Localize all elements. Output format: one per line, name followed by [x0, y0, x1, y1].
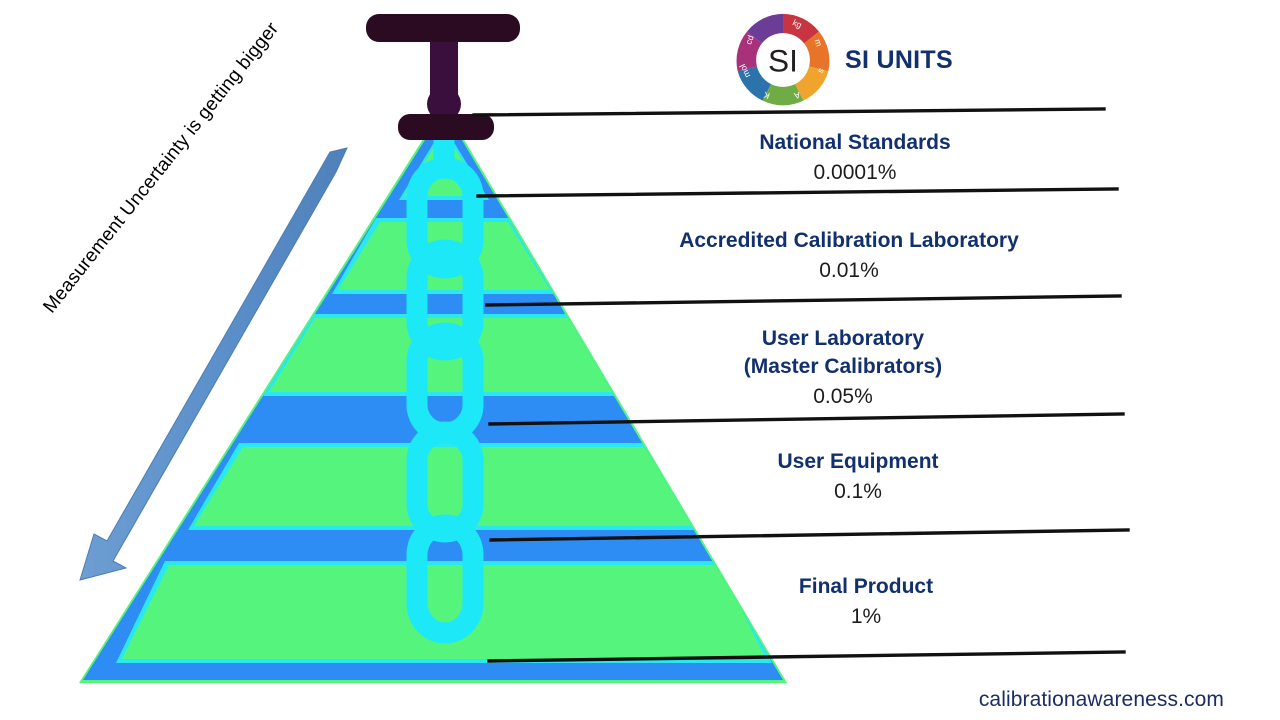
leader-line-2 [476, 187, 1119, 198]
anchor-clamp-icon [366, 14, 520, 140]
leader-line-4 [488, 412, 1125, 426]
uncertainty-arrow [79, 147, 348, 581]
si-unit-cd: cd [743, 34, 756, 46]
si-unit-A: A [793, 90, 801, 101]
leader-line-6 [487, 650, 1126, 663]
tier-label-user-equipment: User Equipment 0.1% [658, 448, 1058, 506]
tier-label-final-product: Final Product 1% [666, 573, 1066, 631]
tier-label-national-standards: National Standards 0.0001% [655, 129, 1055, 187]
si-wheel-hub [756, 33, 810, 87]
tier-value: 0.05% [813, 384, 873, 408]
tier-subtitle: (Master Calibrators) [743, 354, 943, 378]
si-wheel-center-label: SI [768, 43, 798, 79]
tier-title: User Equipment [777, 450, 939, 473]
si-unit-kg: kg [791, 17, 804, 30]
si-units-logo: SI kg m s A K mol cd SI UNITS [735, 10, 1135, 110]
tier-title: National Standards [759, 131, 951, 154]
si-unit-m: m [813, 38, 825, 48]
tier-value: 1% [850, 604, 882, 628]
si-wheel-icon: SI kg m s A K mol cd [735, 12, 831, 108]
tier-value: 0.1% [834, 479, 882, 503]
leader-line-5 [489, 528, 1130, 542]
leader-line-1 [472, 107, 1106, 117]
leader-lines [472, 107, 1130, 663]
tier-value: 0.01% [819, 258, 879, 282]
si-units-title: SI UNITS [845, 45, 953, 74]
tier-band-user-equipment [188, 443, 700, 530]
site-watermark: calibrationawareness.com [978, 688, 1224, 711]
si-unit-s: s [816, 67, 827, 76]
tier-label-user-laboratory: User Laboratory (Master Calibrators) 0.0… [643, 325, 1043, 411]
tier-label-accredited-calibration-laboratory: Accredited Calibration Laboratory 0.01% [649, 227, 1049, 285]
tier-title: User Laboratory [761, 327, 925, 350]
leader-line-3 [485, 294, 1122, 307]
si-wheel-svg: SI kg m s A K mol cd [736, 13, 830, 106]
tier-value: 0.0001% [813, 160, 897, 184]
tier-band-final-product [116, 561, 772, 663]
tier-title: Final Product [798, 575, 934, 598]
tier-title: Accredited Calibration Laboratory [679, 229, 1019, 252]
si-unit-K: K [762, 90, 771, 101]
